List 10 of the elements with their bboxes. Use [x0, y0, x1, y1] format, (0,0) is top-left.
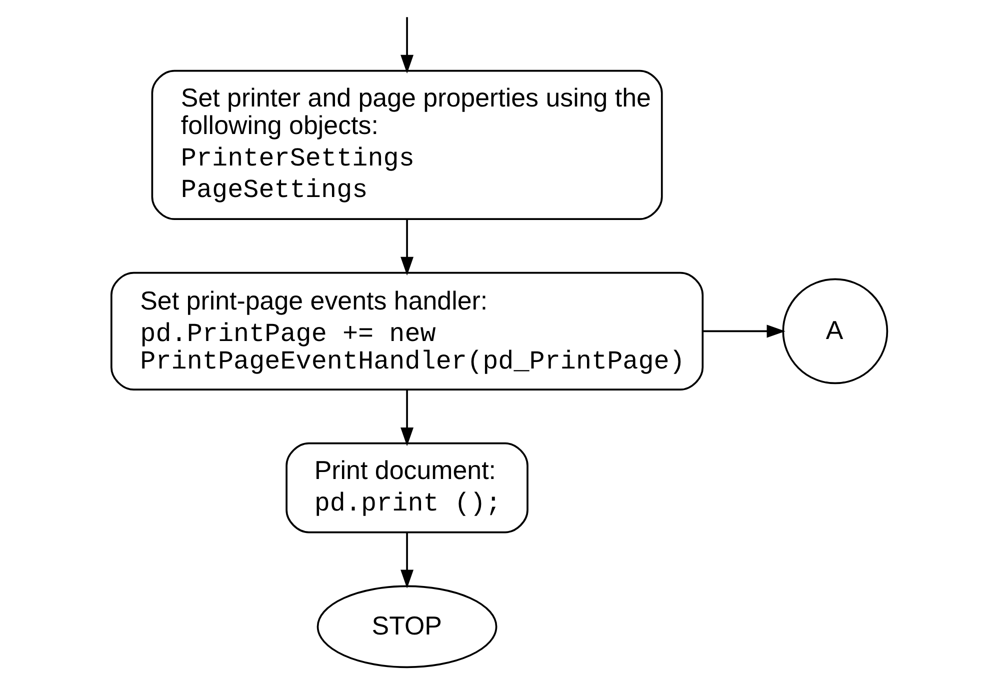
arrow: [702, 324, 785, 338]
node-circle: A: [782, 278, 888, 384]
arrow: [400, 390, 414, 446]
node-box: Set print-page events handler: pd.PrintPage += new PrintPageEventHandler(pd_PrintPage): [110, 272, 704, 390]
node-box: Print document: pd.print ();: [285, 442, 528, 534]
arrow: [400, 17, 414, 74]
arrow: [400, 532, 414, 588]
arrow: [400, 219, 414, 276]
node-ellipse: STOP: [316, 585, 497, 668]
node-box: Set printer and page properties using the following objects: PrinterSettings PageSettings: [150, 70, 662, 220]
